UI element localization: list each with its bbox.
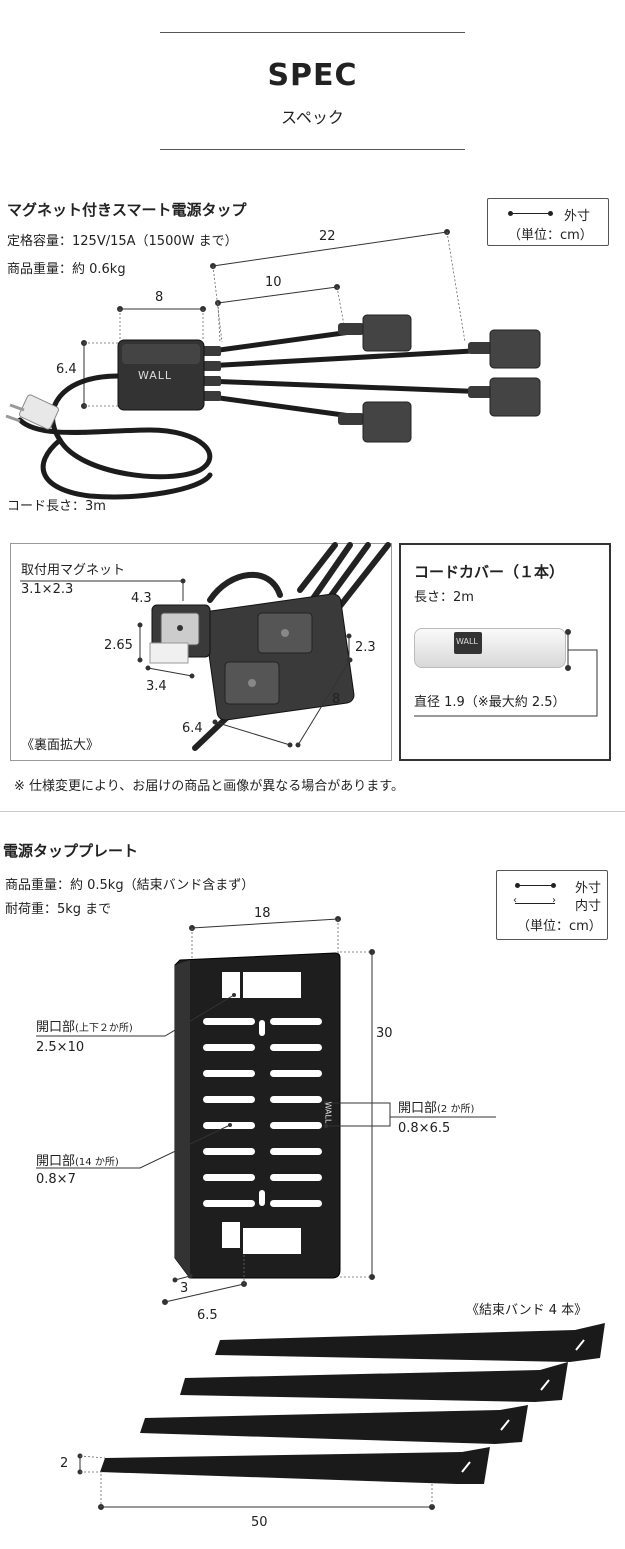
plate-weight: 商品重量：約 0.5kg（結束バンド含まず） (5, 878, 255, 893)
legend-box-2: 外寸 ‹ › 内寸 （単位：cm） (496, 870, 608, 940)
outer-line-icon (510, 213, 550, 214)
cord-cover-panel (399, 543, 611, 761)
band-width-dim: 2 (60, 1456, 69, 1471)
page-title: SPEC (267, 58, 358, 93)
opening-slots-label: 開口部(14 か所) (36, 1154, 119, 1169)
cord-cover-tag (454, 632, 482, 654)
page-subtitle: スペック (281, 108, 344, 127)
weight-text: 商品重量：約 0.6kg (7, 262, 126, 277)
legend-box-1: 外寸 （単位：cm） (487, 198, 609, 246)
cord-cover-length: 長さ：2m (414, 590, 474, 605)
cord-cover-logo: WALL (456, 637, 478, 646)
magnet-size: 3.1×2.3 (21, 582, 74, 597)
back-dim-6-4: 6.4 (182, 721, 203, 736)
opening-top-size: 2.5×10 (36, 1040, 85, 1055)
plate-dim-30: 30 (376, 1026, 393, 1041)
dim-8: 8 (155, 290, 164, 305)
cord-cover-title: コードカバー（１本） (414, 563, 565, 581)
legend-unit-label: （単位：cm） (508, 228, 593, 243)
back-dim-2-65: 2.65 (104, 638, 133, 653)
back-dim-8: 8 (332, 692, 341, 707)
section1-title: マグネット付きスマート電源タップ (7, 201, 247, 219)
header-bottom-rule (160, 149, 465, 150)
cord-length-text: コード長さ：3m (7, 499, 106, 514)
plate-dim-6-5: 6.5 (197, 1308, 218, 1323)
opening-side-label: 開口部(2 か所) (398, 1101, 475, 1116)
back-dim-3-4: 3.4 (146, 679, 167, 694)
legend2-unit-label: （単位：cm） (517, 919, 602, 934)
back-dim-2-3: 2.3 (355, 640, 376, 655)
legend2-inner-label: 内寸 (575, 899, 602, 914)
band-length-dim: 50 (251, 1515, 268, 1530)
power-strip-logo: WALL (138, 369, 173, 382)
dim-22: 22 (319, 229, 336, 244)
cord-cover-image (414, 628, 566, 668)
cord-cover-diameter: 直径 1.9（※最大約 2.5） (414, 695, 566, 710)
plate-dim-18: 18 (254, 906, 271, 921)
dim-6-4: 6.4 (56, 362, 77, 377)
plate-load: 耐荷重：5kg まで (5, 902, 112, 917)
back-dim-4-3: 4.3 (131, 591, 152, 606)
opening-slots-size: 0.8×7 (36, 1172, 76, 1187)
plate-dim-3: 3 (180, 1281, 189, 1296)
bands-caption: 《結束バンド 4 本》 (466, 1303, 588, 1318)
back-view-caption: 《裏面拡大》 (21, 738, 100, 753)
spec-note: ※ 仕様変更により、お届けの商品と画像が異なる場合があります。 (14, 779, 404, 794)
magnet-title: 取付用マグネット (21, 563, 126, 578)
section2-title: 電源タッププレート (3, 842, 139, 860)
legend-outer-label: 外寸 (564, 209, 591, 224)
legend2-outer-label: 外寸 (575, 881, 602, 896)
opening-top-label: 開口部(上下２か所) (36, 1020, 133, 1035)
inner-arrow-icon (515, 903, 555, 904)
back-view-panel (10, 543, 392, 761)
section-divider (0, 811, 625, 812)
rating-text: 定格容量：125V/15A（1500W まで） (7, 234, 238, 249)
header-top-rule (160, 32, 465, 33)
dim-10: 10 (265, 275, 282, 290)
opening-side-size: 0.8×6.5 (398, 1121, 451, 1136)
